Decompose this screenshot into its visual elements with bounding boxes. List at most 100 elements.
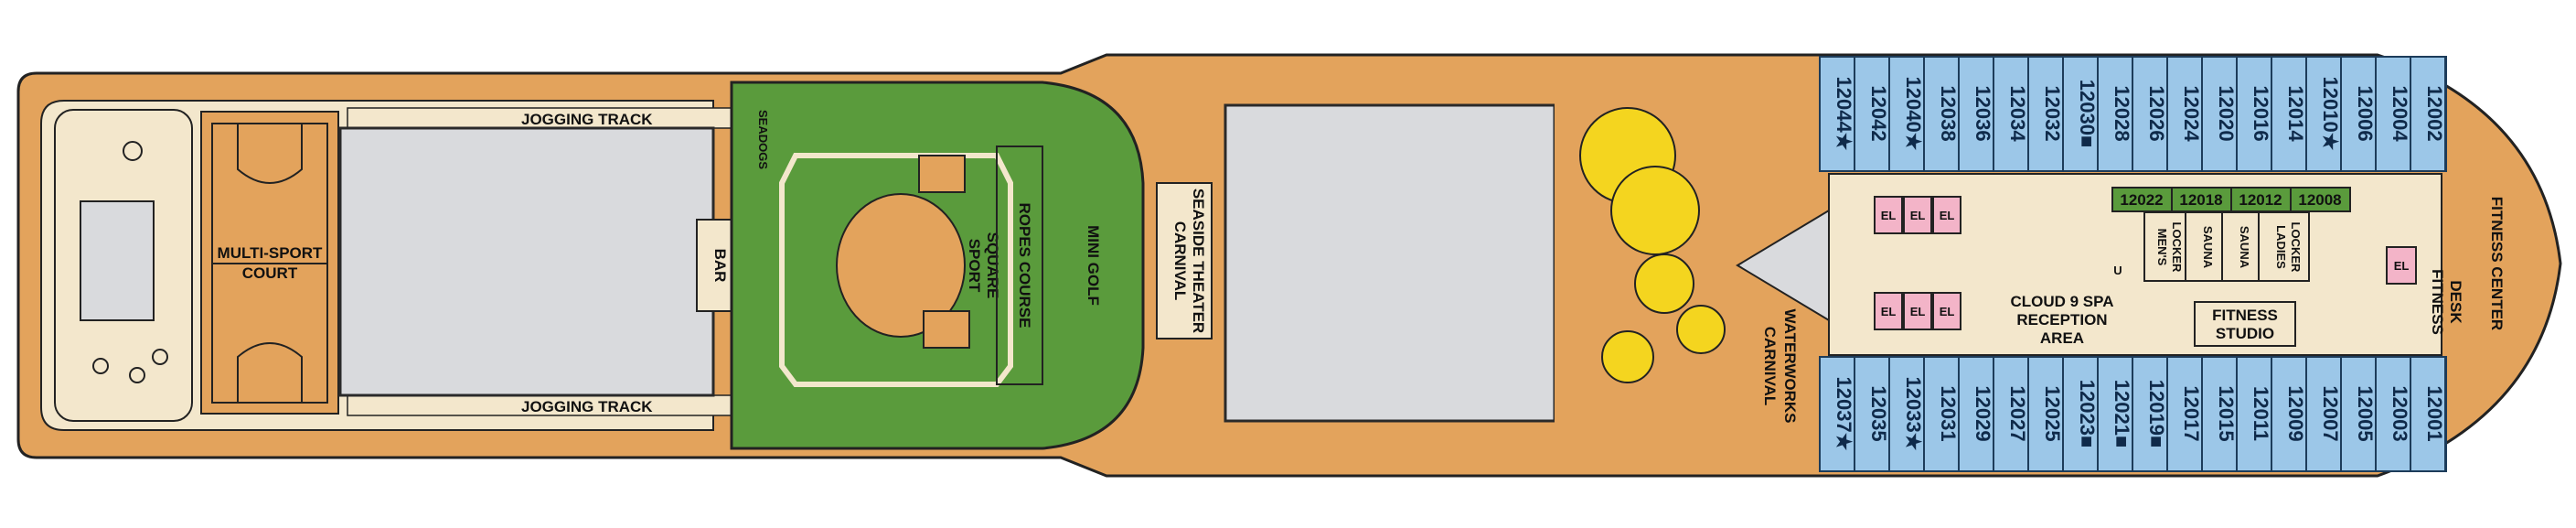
cabin-top-7[interactable]: 12032 (2027, 56, 2064, 172)
court-key-bottom (237, 342, 303, 403)
cabin-top-4-number: 12038 (1937, 85, 1960, 141)
cabin-bottom-16-number: 12005 (2354, 385, 2377, 441)
ladies-locker-label-1: LADIES (2274, 225, 2288, 269)
waterworks-label-1: CARNIVAL (1761, 327, 1779, 406)
cabin-bottom-13-number: 12011 (2250, 386, 2272, 441)
fitness-center-label: FITNESS CENTER (2488, 197, 2506, 330)
cabin-bottom-3[interactable]: 12033★ (1888, 356, 1925, 472)
multi-sport-court-label-1: MULTI-SPORT (218, 244, 324, 262)
fitness-studio (2194, 301, 2296, 347)
spa-cabin-1[interactable]: 12022 (2111, 187, 2173, 212)
cabin-top-1-number: 12044★ (1833, 77, 1855, 151)
seaside-theater-label-1: CARNIVAL (1171, 221, 1189, 301)
elevator-1-label: EL (1881, 209, 1897, 222)
cabin-top-1[interactable]: 12044★ (1819, 56, 1855, 172)
cabin-bottom-1[interactable]: 12037★ (1819, 356, 1855, 472)
cabin-bottom-12-number: 12015 (2215, 385, 2238, 441)
stern-fixture-2 (92, 358, 109, 374)
elevator-6-label: EL (1940, 305, 1955, 318)
cabin-top-12-number: 12020 (2215, 85, 2238, 141)
cabin-top-2-number: 12042 (1867, 85, 1890, 141)
cabin-bottom-14-number: 12009 (2284, 385, 2307, 441)
cabin-bottom-18-number: 12001 (2423, 385, 2446, 441)
cabin-bottom-15-number: 12007 (2319, 385, 2342, 441)
spa-reception-label-3: AREA (2040, 329, 2084, 347)
cabin-top-2[interactable]: 12042 (1854, 56, 1890, 172)
cabin-bottom-6[interactable]: 12027 (1993, 356, 2029, 472)
ladies-locker (2258, 211, 2310, 282)
sport-square-label-2: SQUARE (984, 232, 1001, 299)
cabin-top-16[interactable]: 12006 (2340, 56, 2377, 172)
sport-square-table-bottom (923, 310, 970, 349)
cabin-bottom-2[interactable]: 12035 (1854, 356, 1890, 472)
cabin-bottom-12[interactable]: 12015 (2201, 356, 2238, 472)
cabin-bottom-13[interactable]: 12011 (2236, 356, 2272, 472)
cabin-top-11[interactable]: 12024 (2166, 56, 2203, 172)
cabin-bottom-17[interactable]: 12003 (2375, 356, 2411, 472)
mens-locker-label-2: LOCKER (2170, 222, 2184, 274)
cabin-top-17-number: 12004 (2389, 85, 2411, 142)
cabin-top-11-number: 12024 (2180, 85, 2203, 142)
cabin-top-18[interactable]: 12002 (2410, 56, 2446, 172)
cabin-top-9-number: 12028 (2111, 85, 2133, 141)
cabin-top-9[interactable]: 12028 (2097, 56, 2133, 172)
elevator-7-label: EL (2394, 259, 2410, 273)
cabin-top-18-number: 12002 (2423, 85, 2446, 141)
cabin-top-17[interactable]: 12004 (2375, 56, 2411, 172)
stern-fixture-1 (123, 141, 143, 161)
cabin-bottom-9[interactable]: 12021■ (2097, 356, 2133, 472)
elevator-3-label: EL (1940, 209, 1955, 222)
cabin-bottom-14[interactable]: 12009 (2271, 356, 2307, 472)
cabin-bottom-10-number: 12019■ (2145, 380, 2168, 447)
cabin-top-13[interactable]: 12016 (2236, 56, 2272, 172)
cabin-top-14[interactable]: 12014 (2271, 56, 2307, 172)
cabins-bottom: 12037★ 12035 12033★ 12031 12029 12027 12… (1819, 356, 2446, 472)
ropes-course-label: ROPES COURSE (1016, 203, 1033, 329)
cabin-bottom-15[interactable]: 12007 (2305, 356, 2342, 472)
cabin-top-3[interactable]: 12040★ (1888, 56, 1925, 172)
cabin-top-12[interactable]: 12020 (2201, 56, 2238, 172)
cabin-top-10[interactable]: 12026 (2132, 56, 2168, 172)
stern-fixture-4 (152, 349, 168, 365)
cabin-bottom-8[interactable]: 12023■ (2062, 356, 2099, 472)
cabin-top-16-number: 12006 (2354, 85, 2377, 141)
cabin-bottom-7[interactable]: 12025 (2027, 356, 2064, 472)
cabin-bottom-10[interactable]: 12019■ (2132, 356, 2168, 472)
spa-reception-label-2: RECEPTION (2016, 311, 2107, 329)
cabin-bottom-4-number: 12031 (1937, 385, 1960, 441)
cabin-bottom-5[interactable]: 12029 (1958, 356, 1994, 472)
spa-cabin-3[interactable]: 12012 (2230, 187, 2292, 212)
waterworks-pool-2 (1601, 330, 1654, 383)
elevator-fitness: EL (2386, 246, 2417, 285)
elevator-5-label: EL (1910, 305, 1926, 318)
cabin-top-8-number: 12030■ (2076, 80, 2099, 147)
cabin-bottom-7-number: 12025 (2041, 385, 2064, 441)
jogging-track-bottom-label: JOGGING TRACK (521, 398, 653, 415)
elevators-bottom: EL EL EL (1874, 292, 1961, 330)
elevator-2-label: EL (1910, 209, 1926, 222)
seadogs-label: SEADOGS (756, 110, 770, 169)
cabin-bottom-11[interactable]: 12017 (2166, 356, 2203, 472)
cabin-bottom-18[interactable]: 12001 (2410, 356, 2446, 472)
elevators-top: EL EL EL (1874, 196, 1961, 234)
cabin-top-4[interactable]: 12038 (1923, 56, 1960, 172)
waterworks-slide-loop-2 (1610, 166, 1700, 255)
spa-cabin-1-number: 12022 (2120, 191, 2163, 209)
spa-cabin-2[interactable]: 12018 (2171, 187, 2232, 212)
cabin-bottom-4[interactable]: 12031 (1923, 356, 1960, 472)
cabin-top-10-number: 12026 (2145, 85, 2168, 141)
cabin-top-15[interactable]: 12010★ (2305, 56, 2342, 172)
cabin-bottom-16[interactable]: 12005 (2340, 356, 2377, 472)
spa-cabin-3-number: 12012 (2239, 191, 2282, 209)
cabin-top-6[interactable]: 12034 (1993, 56, 2029, 172)
cabin-bottom-3-number: 12033★ (1902, 377, 1925, 451)
spa-cabin-4[interactable]: 12008 (2290, 187, 2351, 212)
fitness-studio-label-2: STUDIO (2216, 325, 2274, 342)
cabin-top-14-number: 12014 (2284, 85, 2307, 142)
seaside-theater-screen (1156, 182, 1213, 339)
cabin-top-8[interactable]: 12030■ (2062, 56, 2099, 172)
sauna-b-label: SAUNA (2238, 226, 2251, 269)
cabin-bottom-6-number: 12027 (2006, 385, 2029, 441)
cabin-top-5[interactable]: 12036 (1958, 56, 1994, 172)
stern-pool (80, 200, 155, 321)
